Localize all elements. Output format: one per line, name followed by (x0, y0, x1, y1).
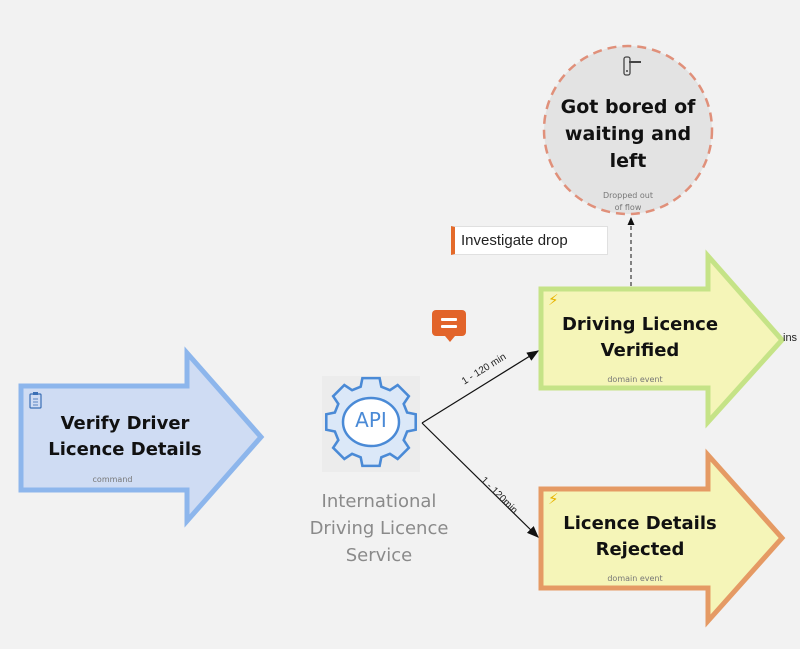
comment-icon[interactable] (432, 310, 466, 342)
dropout-circle-shape[interactable] (542, 44, 714, 216)
truncated-label: ins (783, 332, 798, 344)
command-tag: command (92, 475, 133, 484)
api-icon-text: API (355, 408, 387, 432)
api-gear-icon (322, 376, 420, 472)
event-rejected-tag: domain event (607, 574, 663, 583)
event-verified-tag: domain event (607, 375, 663, 384)
investigate-drop-note[interactable]: Investigate drop (451, 226, 608, 255)
lightning-icon: ⚡ (548, 490, 559, 508)
command-title: Verify Driver Licence Details (48, 413, 202, 460)
edge-to-verified (421, 350, 540, 424)
door-handle-icon (623, 56, 641, 76)
edge-to-rejected (421, 422, 539, 538)
command-arrow-shape[interactable] (18, 346, 265, 528)
event-verified-title: Driving Licence Verified (561, 314, 719, 361)
dropout-title: Got bored of waiting and left (560, 96, 696, 172)
lightning-icon: ⚡ (548, 291, 559, 309)
service-name: International Driving Licence Service (309, 491, 449, 566)
event-rejected-title: Licence Details Rejected (563, 513, 717, 560)
event-verified-arrow-shape[interactable] (538, 249, 786, 429)
event-rejected-arrow-shape[interactable] (538, 448, 786, 628)
dropout-tag: Dropped out of flow (603, 191, 653, 212)
clipboard-icon (29, 392, 42, 409)
